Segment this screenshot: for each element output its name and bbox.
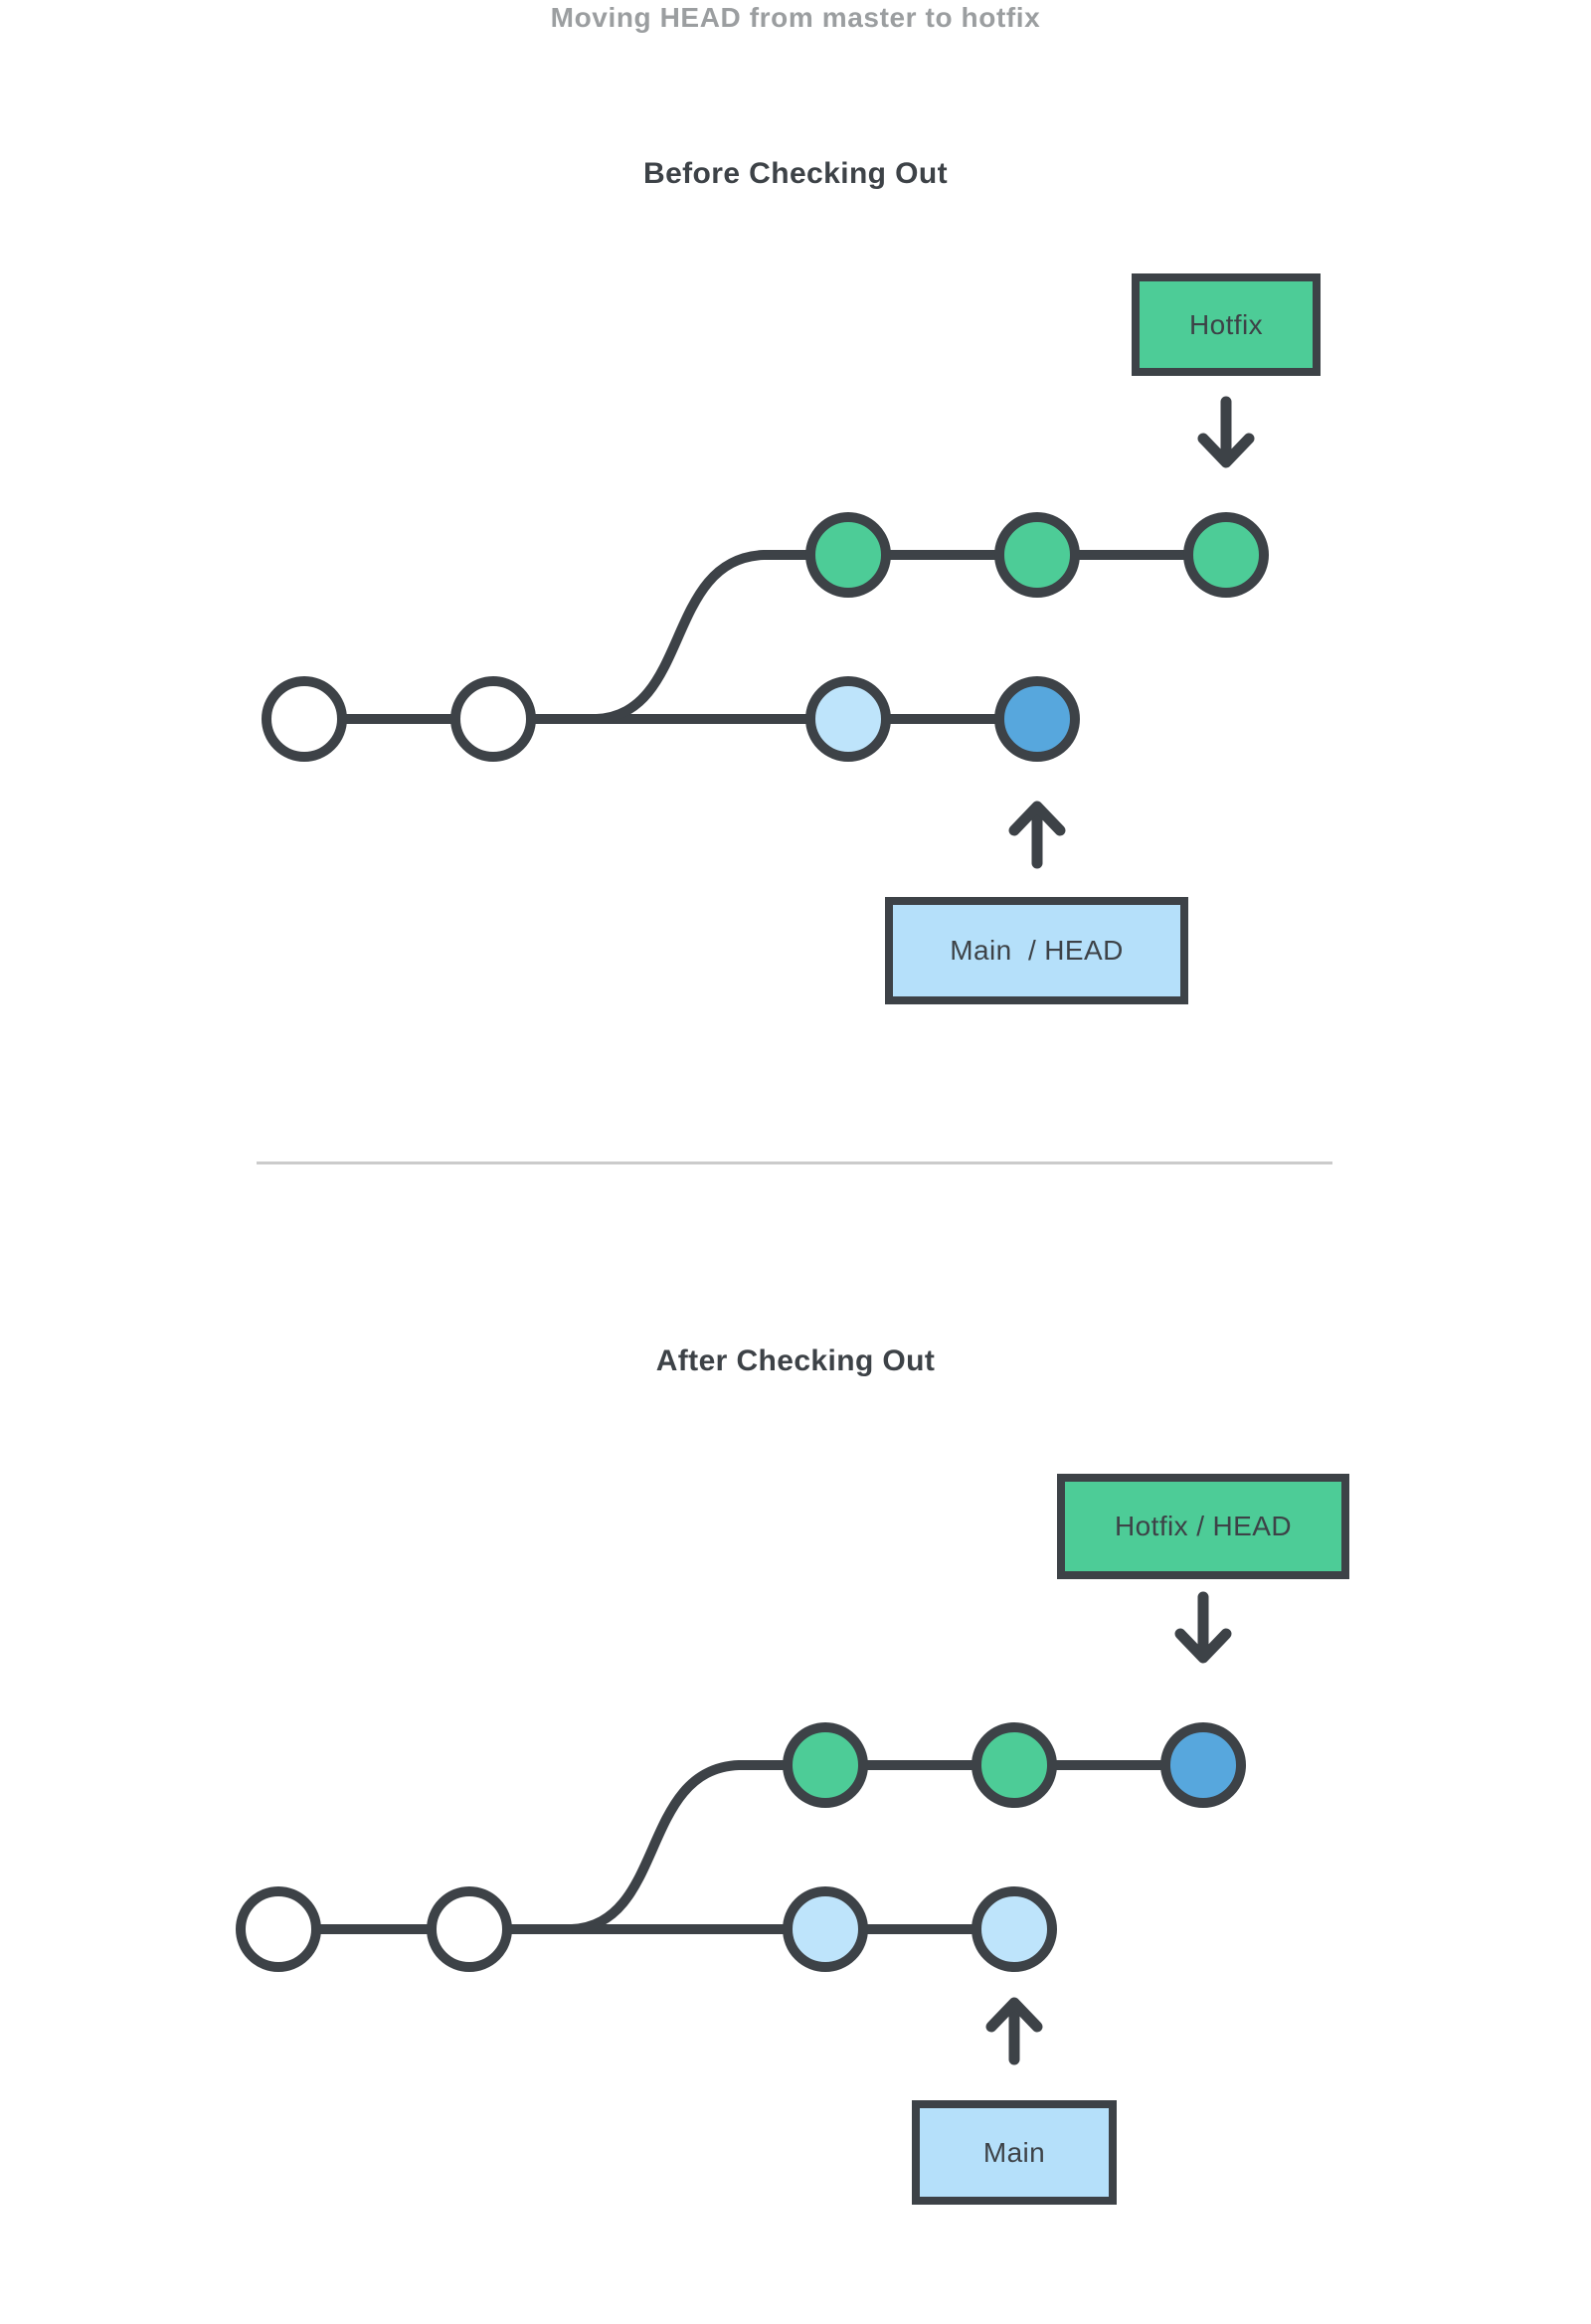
before-main-commit-3 xyxy=(805,676,891,762)
after-hotfix-head-label-box: Hotfix / HEAD xyxy=(1057,1474,1349,1579)
before-hotfix-commit-1 xyxy=(805,512,891,598)
before-hotfix-branch-line xyxy=(596,550,1226,724)
after-main-commit-3 xyxy=(783,1886,868,1972)
after-hotfix-commit-1 xyxy=(783,1722,868,1808)
after-commit-graph xyxy=(236,1591,1246,2065)
after-hotfix-commit-2 xyxy=(972,1722,1057,1808)
after-main-commit-2 xyxy=(427,1886,512,1972)
before-hotfix-arrow-down-icon xyxy=(1197,396,1255,468)
before-hotfix-commit-2 xyxy=(994,512,1080,598)
before-hotfix-label: Hotfix xyxy=(1189,308,1263,340)
page-title: Moving HEAD from master to hotfix xyxy=(550,2,1041,33)
before-main-commit-2 xyxy=(450,676,536,762)
before-main-commit-1 xyxy=(262,676,347,762)
before-commit-graph xyxy=(262,396,1269,869)
after-main-label: Main xyxy=(982,2136,1046,2168)
after-hotfix-arrow-down-icon xyxy=(1174,1591,1232,1664)
before-main-commit-4-head xyxy=(994,676,1080,762)
after-main-commit-4 xyxy=(972,1886,1057,1972)
after-hotfix-commit-3-head xyxy=(1160,1722,1246,1808)
before-main-head-label-box: Main / HEAD xyxy=(885,897,1188,1004)
before-main-head-label: Main / HEAD xyxy=(950,935,1124,966)
section-divider xyxy=(257,1162,1332,1164)
before-hotfix-commit-3 xyxy=(1183,512,1269,598)
after-main-commit-1 xyxy=(236,1886,321,1972)
after-hotfix-branch-line xyxy=(571,1760,1203,1934)
after-section-heading: After Checking Out xyxy=(655,1344,936,1377)
before-main-arrow-up-icon xyxy=(1008,801,1066,869)
before-section-heading: Before Checking Out xyxy=(643,157,948,190)
after-hotfix-head-label: Hotfix / HEAD xyxy=(1115,1511,1292,1541)
after-main-arrow-up-icon xyxy=(985,1997,1043,2065)
before-hotfix-label-box: Hotfix xyxy=(1132,273,1321,376)
after-main-label-box: Main xyxy=(912,2100,1117,2205)
